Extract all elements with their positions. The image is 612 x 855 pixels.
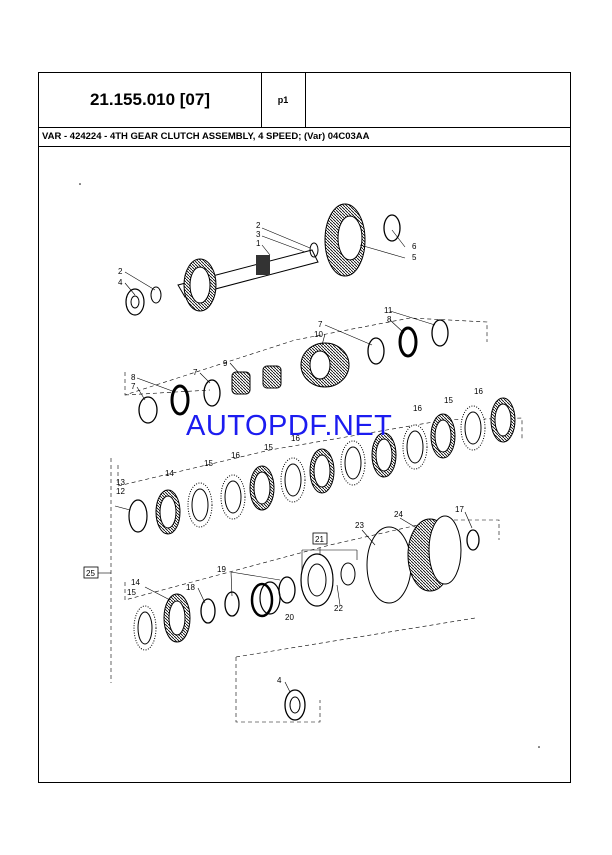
callout-label: 16	[413, 404, 422, 413]
callout-label: 24	[394, 510, 403, 519]
callout-label: 21	[315, 535, 324, 544]
callout-label: 18	[186, 583, 195, 592]
callout-label: 11	[384, 306, 393, 315]
callout-label: 2	[256, 221, 261, 230]
callout-label: 25	[86, 569, 95, 578]
callout-label: 8	[131, 373, 136, 382]
callout-label: 10	[314, 330, 323, 339]
hub-group	[138, 319, 449, 424]
callout-label: 15	[444, 396, 453, 405]
shaft-group	[125, 203, 401, 316]
callout-label: 15	[264, 443, 273, 452]
callout-label: 19	[217, 565, 226, 574]
callout-label: 22	[334, 604, 343, 613]
callout-label: 7	[318, 320, 323, 329]
callout-label: 23	[355, 521, 364, 530]
callout-label: 6	[412, 242, 417, 251]
callout-label: 16	[291, 434, 300, 443]
callout-label: 7	[193, 368, 198, 377]
callout-label: 16	[231, 451, 240, 460]
callout-label: 12	[116, 487, 125, 496]
callout-label: 13	[116, 478, 125, 487]
callout-label: 1	[256, 239, 261, 248]
document-frame: 21.155.010 [07] p1 VAR - 424224 - 4TH GE…	[38, 72, 571, 783]
callout-boxes	[83, 532, 328, 579]
part-reference-code: 21.155.010 [07]	[39, 73, 262, 127]
callout-label: 2	[118, 267, 123, 276]
page-number: p1	[261, 73, 306, 127]
leader-lines	[98, 227, 473, 693]
callout-label: 3	[256, 230, 261, 239]
piston-drum-group	[133, 515, 480, 721]
callout-label: 20	[285, 613, 294, 622]
callout-label: 4	[277, 676, 282, 685]
callout-label: 16	[474, 387, 483, 396]
callout-label: 9	[223, 359, 228, 368]
callout-label: 7	[131, 382, 136, 391]
group-outlines	[110, 317, 523, 723]
callout-label: 15	[204, 459, 213, 468]
watermark-text: AUTOPDF.NET	[186, 410, 393, 442]
callout-labels: 2 3 1 6 5 2 4 7 10 11 8 9 7 8 7 16 15 16…	[86, 221, 483, 685]
callout-label: 14	[165, 469, 174, 478]
callout-label: 5	[412, 253, 417, 262]
callout-label: 17	[455, 505, 464, 514]
callout-label: 8	[387, 315, 392, 324]
callout-label: 14	[131, 578, 140, 587]
header-row: 21.155.010 [07] p1	[39, 73, 570, 128]
assembly-title: VAR - 424224 - 4TH GEAR CLUTCH ASSEMBLY,…	[39, 127, 570, 147]
callout-label: 15	[127, 588, 136, 597]
callout-label: 4	[118, 278, 123, 287]
clutch-disc-stack	[128, 397, 516, 535]
